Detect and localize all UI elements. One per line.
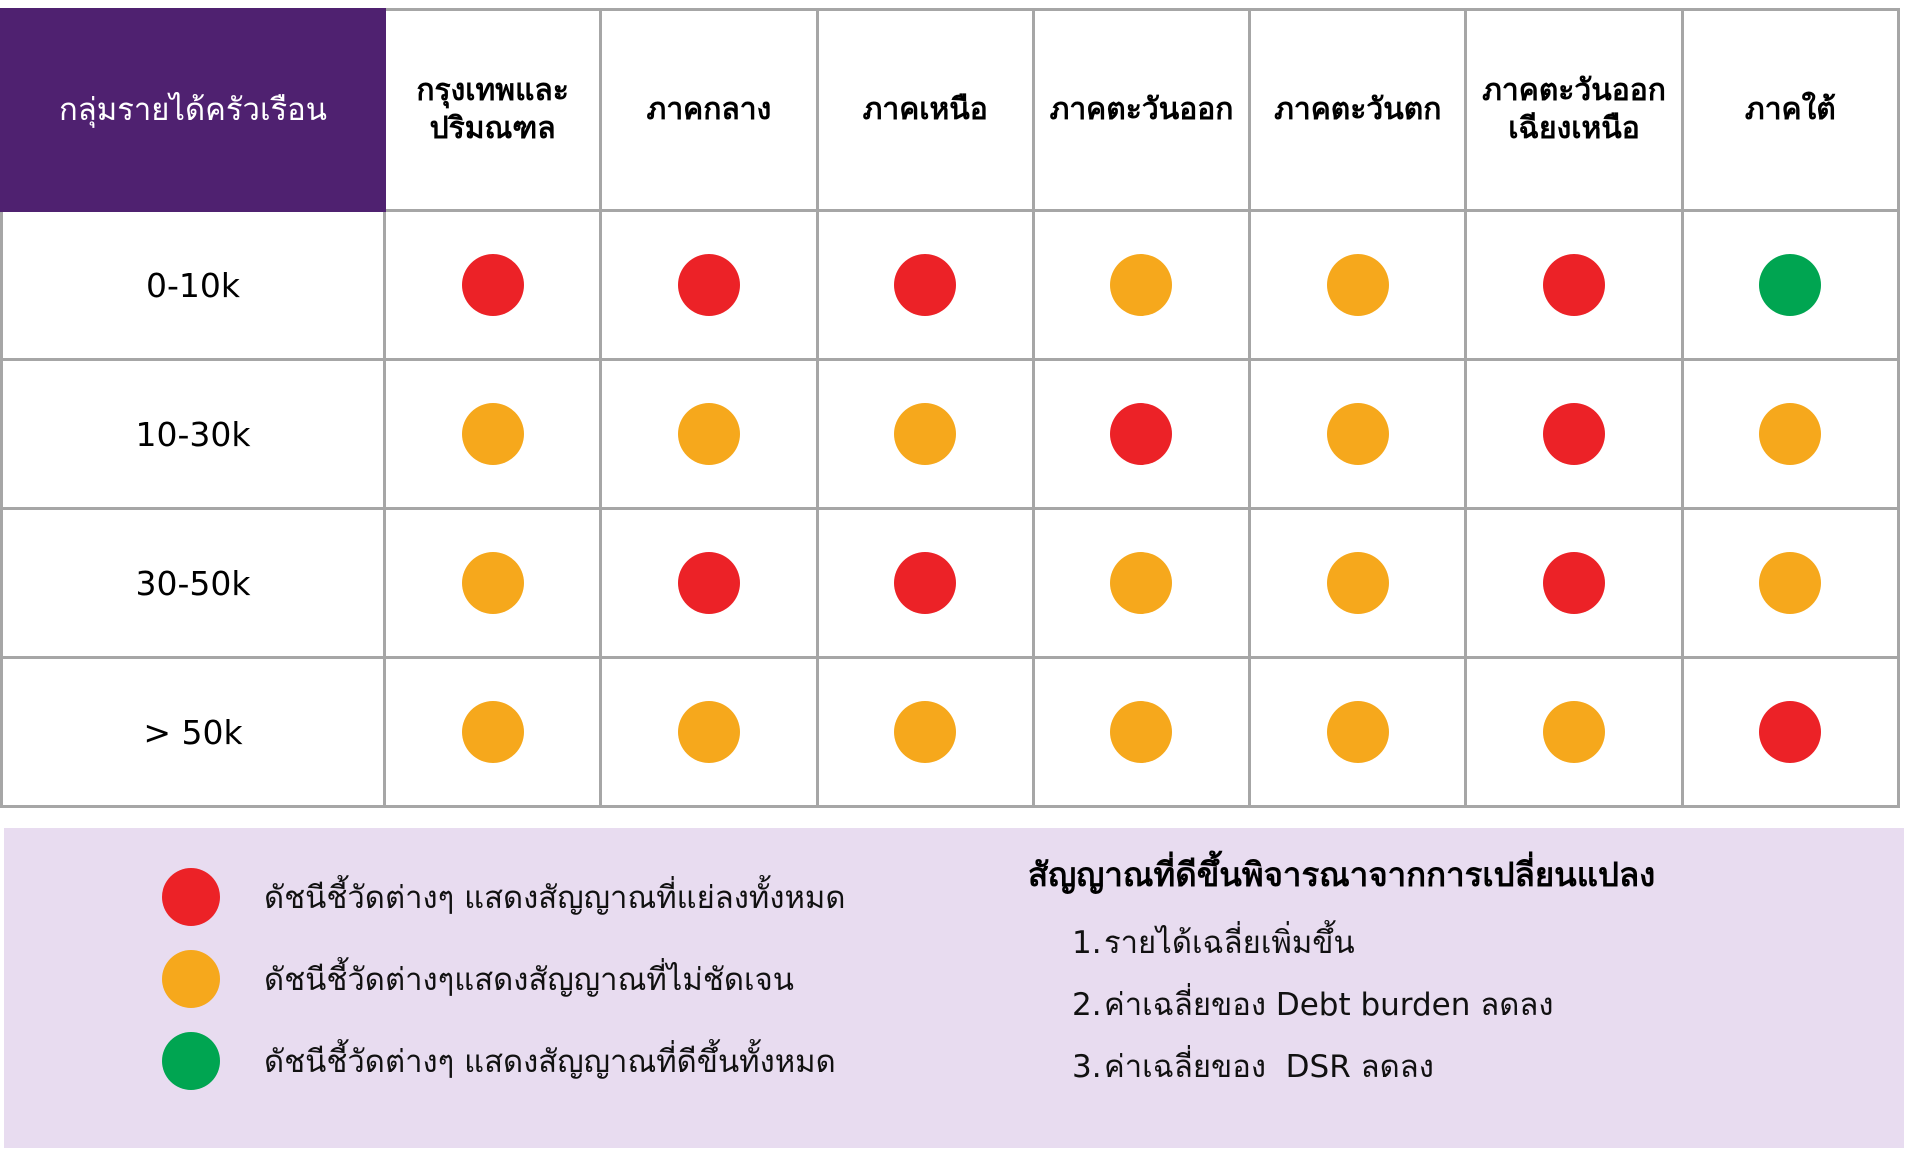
notes-title: สัญญาณที่ดีขึ้นพิจารณาจากการเปลี่ยนแปลง [1028, 855, 1656, 894]
status-cell-r0-c3 [1031, 209, 1252, 361]
status-dot-orange [1326, 254, 1389, 316]
notes-panel: สัญญาณที่ดีขึ้นพิจารณาจากการเปลี่ยนแปลง … [1004, 828, 1904, 1148]
legend-dot-green [162, 1032, 220, 1090]
status-cell-r2-c3 [1031, 507, 1252, 659]
note-number-3: 3. [1072, 1049, 1102, 1085]
status-dot-orange [461, 552, 524, 614]
legend: ดัชนีชี้วัดต่างๆ แสดงสัญญาณที่แย่ลงทั้งห… [4, 828, 1004, 1148]
status-dot-red [677, 552, 740, 614]
legend-row-green: ดัชนีชี้วัดต่างๆ แสดงสัญญาณที่ดีขึ้นทั้ง… [162, 1020, 1004, 1102]
status-dot-red [461, 254, 524, 316]
status-dot-orange [894, 701, 957, 763]
corner-header-household-income-group: กลุ่มรายได้ครัวเรือน [0, 8, 386, 212]
status-cell-r1-c1 [599, 358, 819, 510]
legend-label-orange: ดัชนีชี้วัดต่างๆแสดงสัญญาณที่ไม่ชัดเจน [264, 962, 794, 998]
row-header-2: 30-50k [0, 507, 386, 659]
status-dot-red [1759, 701, 1822, 763]
status-cell-r3-c3 [1031, 656, 1252, 808]
status-cell-r1-c2 [815, 358, 1035, 510]
status-dot-orange [894, 403, 957, 465]
status-dot-red [894, 254, 957, 316]
note-item-2: 2.ค่าเฉลี่ยของ Debt burden ลดลง [1028, 979, 1904, 1041]
note-item-3: 3.ค่าเฉลี่ยของ DSR ลดลง [1028, 1041, 1904, 1103]
status-dot-red [1543, 552, 1606, 614]
status-dot-orange [461, 701, 524, 763]
status-cell-r0-c4 [1248, 209, 1468, 361]
status-cell-r1-c5 [1464, 358, 1684, 510]
legend-label-green: ดัชนีชี้วัดต่างๆ แสดงสัญญาณที่ดีขึ้นทั้ง… [264, 1044, 836, 1080]
status-dot-orange [461, 403, 524, 465]
status-dot-orange [1326, 552, 1389, 614]
note-number-1: 1. [1072, 925, 1102, 961]
status-dot-orange [1543, 701, 1606, 763]
status-cell-r1-c6 [1680, 358, 1901, 510]
legend-dot-red [162, 868, 220, 926]
column-header-3: ภาคตะวันออก [1031, 8, 1252, 212]
status-cell-r0-c2 [815, 209, 1035, 361]
row-header-3: > 50k [0, 656, 386, 808]
column-header-0: กรุงเทพและปริมณฑล [382, 8, 603, 212]
status-cell-r3-c1 [599, 656, 819, 808]
table-row: 0-10k [0, 209, 1901, 361]
status-cell-r0-c6 [1680, 209, 1901, 361]
note-text-3: ค่าเฉลี่ยของ DSR ลดลง [1104, 1049, 1434, 1085]
column-header-1: ภาคกลาง [599, 8, 819, 212]
status-cell-r2-c6 [1680, 507, 1901, 659]
status-cell-r3-c0 [382, 656, 603, 808]
status-dot-orange [677, 403, 740, 465]
status-cell-r0-c0 [382, 209, 603, 361]
status-dot-orange [1326, 403, 1389, 465]
column-header-5: ภาคตะวันออกเฉียงเหนือ [1464, 8, 1684, 212]
status-cell-r1-c0 [382, 358, 603, 510]
status-cell-r2-c1 [599, 507, 819, 659]
note-text-1: รายได้เฉลี่ยเพิ่มขึ้น [1104, 925, 1355, 961]
status-dot-orange [677, 701, 740, 763]
table-row: > 50k [0, 656, 1901, 808]
table-header: กลุ่มรายได้ครัวเรือน กรุงเทพและปริมณฑลภา… [0, 8, 1901, 212]
status-cell-r2-c0 [382, 507, 603, 659]
status-dot-red [1543, 254, 1606, 316]
note-text-2: ค่าเฉลี่ยของ Debt burden ลดลง [1104, 987, 1554, 1023]
status-cell-r1-c4 [1248, 358, 1468, 510]
column-header-6: ภาคใต้ [1680, 8, 1901, 212]
status-cell-r2-c4 [1248, 507, 1468, 659]
legend-row-red: ดัชนีชี้วัดต่างๆ แสดงสัญญาณที่แย่ลงทั้งห… [162, 856, 1004, 938]
legend-label-red: ดัชนีชี้วัดต่างๆ แสดงสัญญาณที่แย่ลงทั้งห… [264, 880, 846, 916]
status-dot-red [894, 552, 957, 614]
header-row: กลุ่มรายได้ครัวเรือน กรุงเทพและปริมณฑลภา… [0, 8, 1901, 212]
note-number-2: 2. [1072, 987, 1102, 1023]
status-cell-r3-c5 [1464, 656, 1684, 808]
status-dot-orange [1110, 552, 1173, 614]
status-cell-r2-c2 [815, 507, 1035, 659]
legend-dot-orange [162, 950, 220, 1008]
status-dot-orange [1326, 701, 1389, 763]
row-header-0: 0-10k [0, 209, 386, 361]
status-dot-orange [1110, 254, 1173, 316]
status-dot-red [1543, 403, 1606, 465]
status-cell-r2-c5 [1464, 507, 1684, 659]
status-dot-red [677, 254, 740, 316]
column-header-4: ภาคตะวันตก [1248, 8, 1468, 212]
status-dot-red [1110, 403, 1173, 465]
household-income-region-matrix: กลุ่มรายได้ครัวเรือน กรุงเทพและปริมณฑลภา… [0, 8, 1901, 808]
column-header-2: ภาคเหนือ [815, 8, 1035, 212]
legend-row-orange: ดัชนีชี้วัดต่างๆแสดงสัญญาณที่ไม่ชัดเจน [162, 938, 1004, 1020]
status-dot-green [1759, 254, 1822, 316]
status-dot-orange [1759, 552, 1822, 614]
status-cell-r1-c3 [1031, 358, 1252, 510]
row-header-1: 10-30k [0, 358, 386, 510]
status-cell-r3-c4 [1248, 656, 1468, 808]
table-row: 10-30k [0, 358, 1901, 510]
table-row: 30-50k [0, 507, 1901, 659]
status-dot-orange [1110, 701, 1173, 763]
status-cell-r0-c1 [599, 209, 819, 361]
status-dot-orange [1759, 403, 1822, 465]
note-item-1: 1.รายได้เฉลี่ยเพิ่มขึ้น [1028, 917, 1904, 979]
status-cell-r0-c5 [1464, 209, 1684, 361]
status-cell-r3-c2 [815, 656, 1035, 808]
status-cell-r3-c6 [1680, 656, 1901, 808]
footer-panel: ดัชนีชี้วัดต่างๆ แสดงสัญญาณที่แย่ลงทั้งห… [4, 828, 1904, 1148]
